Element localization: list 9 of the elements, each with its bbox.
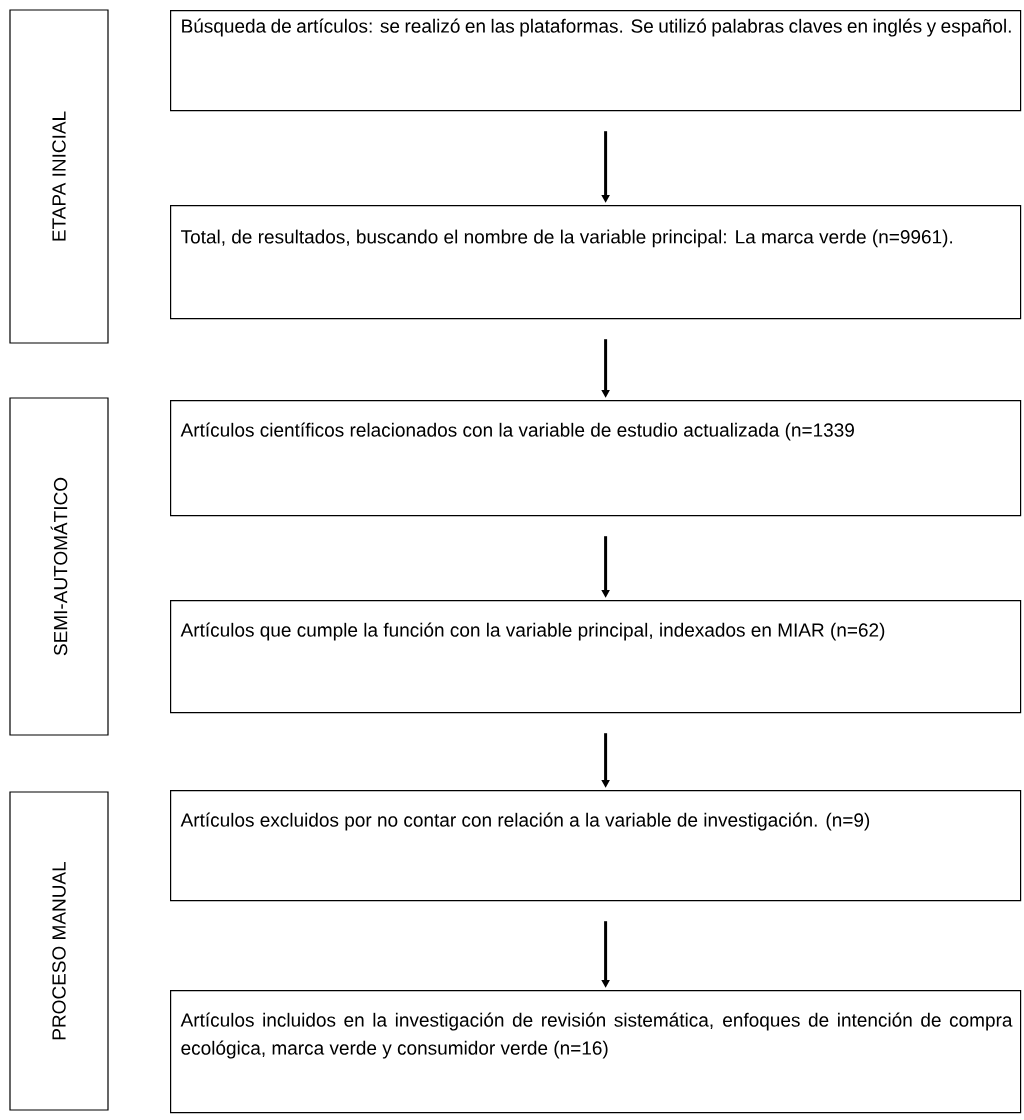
stage-label-box: ETAPA INICIAL — [9, 9, 109, 344]
process-box: Total, de resultados, buscando el nombre de la variable principal: La marca verde (n=9961). — [170, 205, 1022, 320]
process-box: Artículos que cumple la función con la variable principal, indexados en MIAR (n=62) — [170, 600, 1022, 714]
process-box: Búsqueda de artículos: se realizó en las plataformas. Se utilizó palabras claves en inglés y español. — [170, 10, 1022, 112]
stage-label-box: PROCESO MANUAL — [9, 791, 109, 1111]
process-box: Artículos incluidos en la investigación de revisión sistemática, enfoques de intención de compra ecológica, marca verde y consumidor verde (n=16) — [170, 990, 1022, 1114]
process-box: Artículos excluidos por no contar con relación a la variable de investigación. (n=9) — [170, 790, 1022, 902]
process-box: Artículos científicos relacionados con la variable de estudio actualizada (n=1339 — [170, 400, 1022, 517]
stage-label-box: SEMI-AUTOMÁTICO — [9, 397, 109, 736]
